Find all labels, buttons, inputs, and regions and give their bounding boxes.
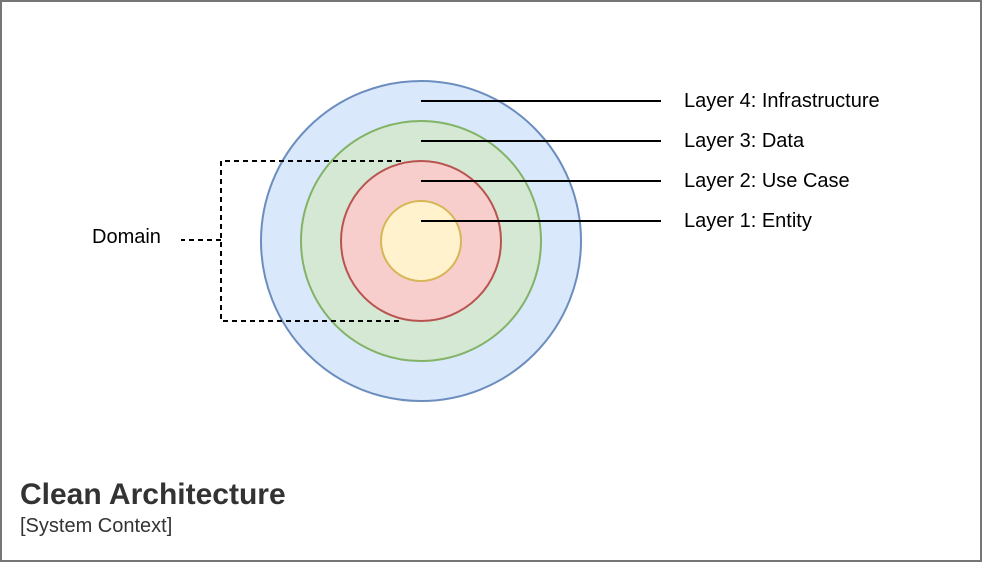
layer-4-label: Layer 4: Infrastructure: [684, 90, 880, 112]
layer-2-label: Layer 2: Use Case: [684, 170, 850, 192]
domain-bracket: [181, 160, 401, 322]
layer-1-entity-circle: [380, 200, 462, 282]
page-subtitle: [System Context]: [20, 515, 173, 537]
domain-label: Domain: [92, 226, 161, 248]
page-title: Clean Architecture: [20, 478, 286, 511]
layer-1-label: Layer 1: Entity: [684, 210, 812, 232]
layer-3-label: Layer 3: Data: [684, 130, 805, 152]
